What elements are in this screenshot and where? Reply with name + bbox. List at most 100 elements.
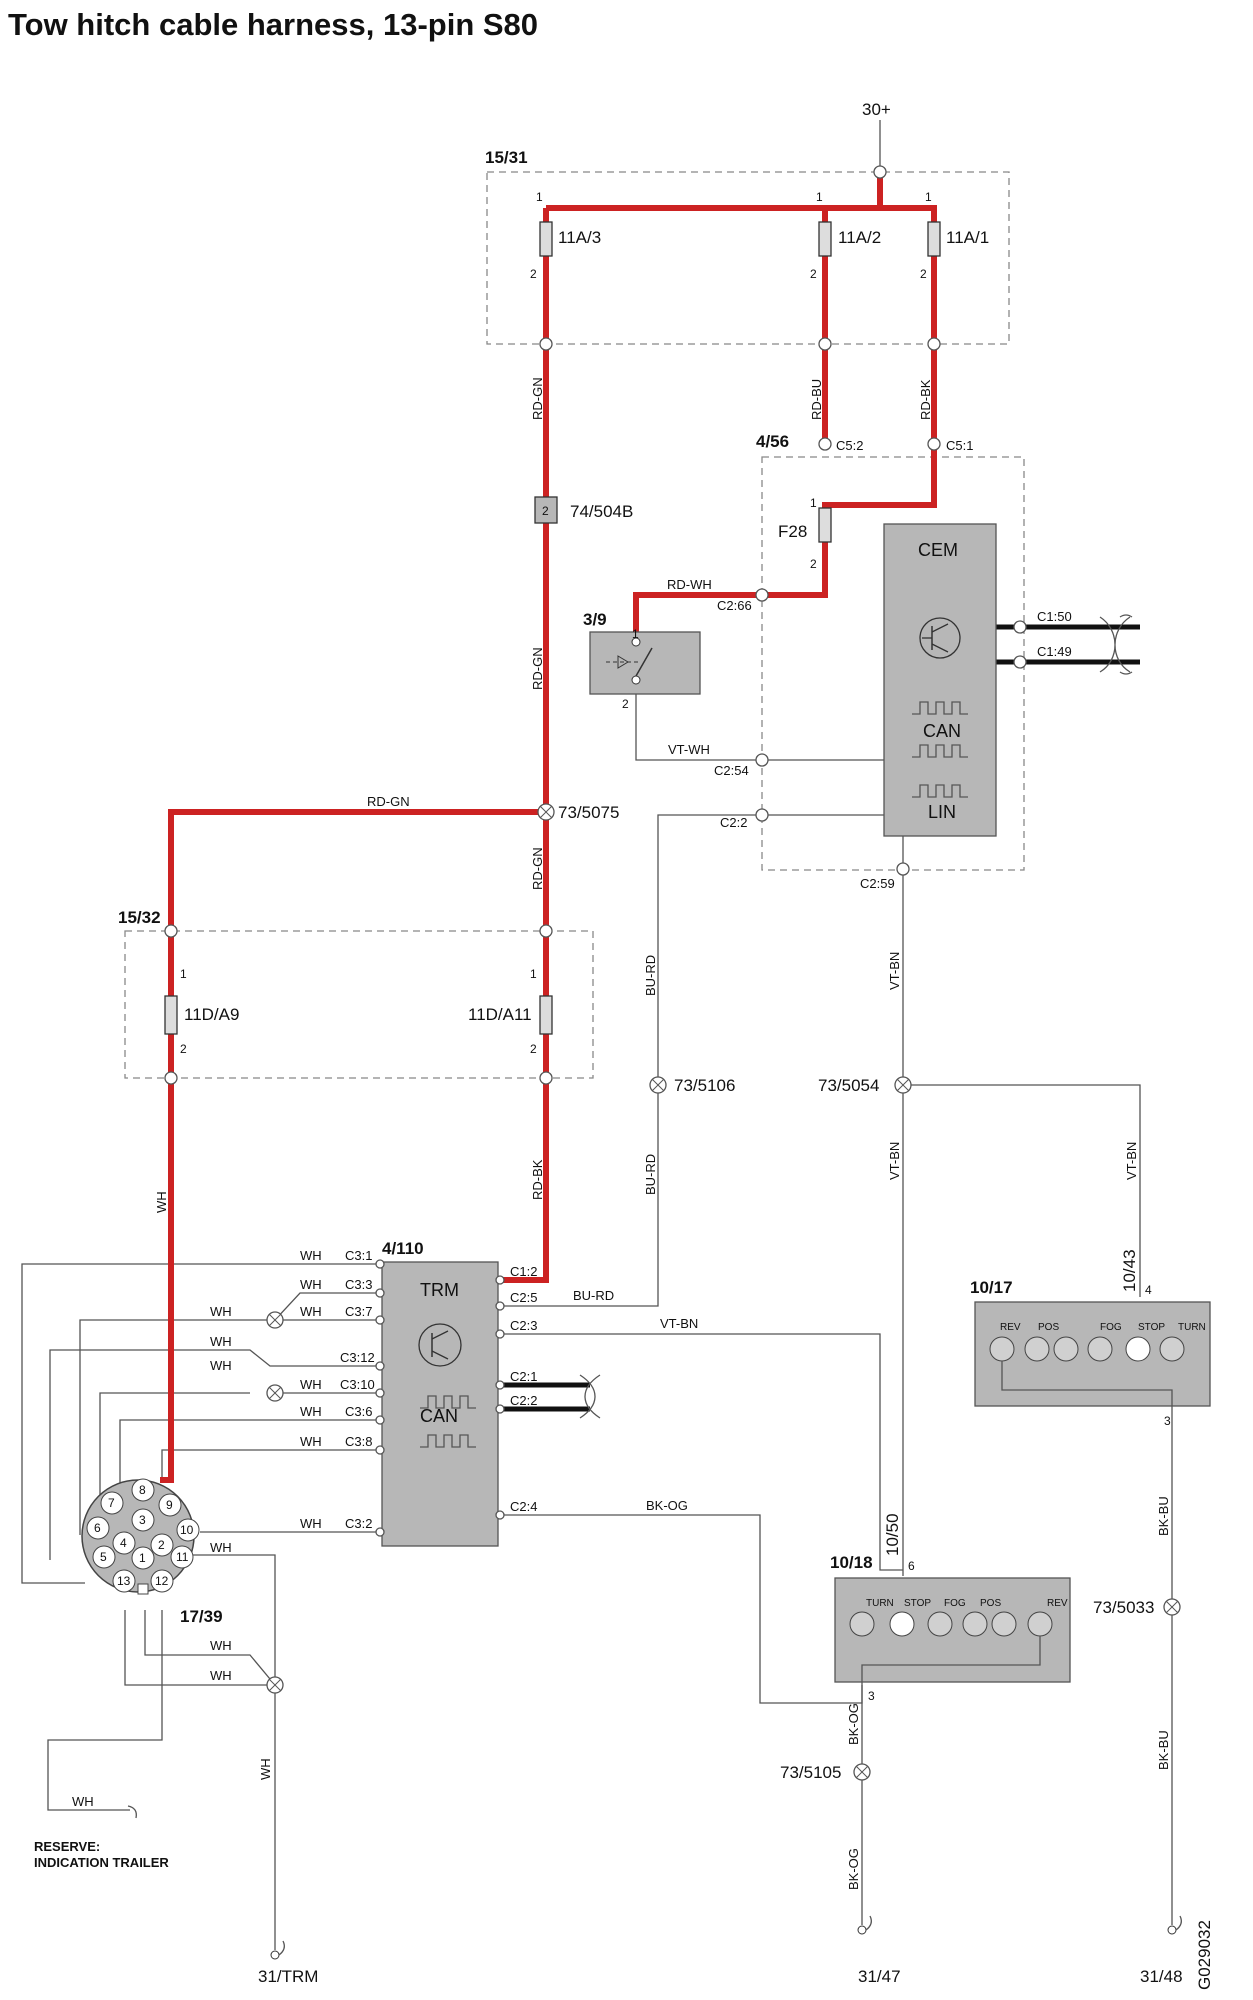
wire-label-bk-og: BK-OG xyxy=(846,1703,861,1745)
socket-pin-1: 1 xyxy=(139,1551,146,1565)
wire-label-wh: WH xyxy=(300,1248,322,1263)
trm-label: TRM xyxy=(420,1280,459,1300)
trm-pin-c3-2: C3:2 xyxy=(345,1516,372,1531)
splice-wh-b xyxy=(266,1384,284,1402)
trm-pin-c3-10: C3:10 xyxy=(340,1377,375,1392)
lin-wave-icon xyxy=(912,784,968,798)
wire-label-wh: WH xyxy=(300,1516,322,1531)
socket-label: 17/39 xyxy=(180,1607,223,1626)
pin-label: 2 xyxy=(180,1042,187,1056)
trm-pin-c3-1: C3:1 xyxy=(345,1248,372,1263)
wire-vt-wh xyxy=(635,680,884,761)
cem-c2-66-label: C2:66 xyxy=(717,598,752,613)
ground-48-label: 31/48 xyxy=(1140,1967,1183,1986)
fuse-11a1-label: 11A/1 xyxy=(946,228,989,247)
ground-symbol-48 xyxy=(1167,1915,1182,1935)
cem-c1-50-label: C1:50 xyxy=(1037,609,1072,624)
wire-label-wh: WH xyxy=(210,1638,232,1653)
pin-label: 2 xyxy=(530,267,537,281)
wire-label-vt-bn: VT-BN xyxy=(887,952,902,990)
splice-73-5105 xyxy=(853,1763,871,1781)
cem-c5-2-label: C5:2 xyxy=(836,438,863,453)
pin-label: 1 xyxy=(536,190,543,204)
lamp-label-pos: POS xyxy=(1038,1322,1059,1333)
lamp-label-pos: POS xyxy=(980,1598,1001,1609)
pin-label: 1 xyxy=(816,190,823,204)
wire-label-rd-gn: RD-GN xyxy=(530,847,545,890)
branch-10-50-label: 10/50 xyxy=(883,1513,902,1556)
cem-c1-49-label: C1:49 xyxy=(1037,644,1072,659)
socket-pin-12: 12 xyxy=(155,1574,169,1588)
twisted-pair-icon xyxy=(1099,616,1131,673)
wire-rd-gn-branch xyxy=(168,809,546,930)
trm-module-label: 4/110 xyxy=(382,1239,424,1258)
wire-label-wh: WH xyxy=(210,1304,232,1319)
diagram-title: Tow hitch cable harness, 13-pin S80 xyxy=(8,7,538,42)
pin-label: 4 xyxy=(1145,1283,1152,1297)
wire-reserve xyxy=(47,1610,163,1811)
ground-47-label: 31/47 xyxy=(858,1967,901,1986)
splice-73-5054 xyxy=(894,1076,912,1094)
central-fuse-box xyxy=(486,171,1010,345)
wire-label-rd-gn: RD-GN xyxy=(530,647,545,690)
pin-label: 2 xyxy=(530,1042,537,1056)
pin-label: 1 xyxy=(180,967,187,981)
wire-label-rd-gn: RD-GN xyxy=(530,377,545,420)
switch-contact-icon xyxy=(606,637,653,685)
splice-wh-c xyxy=(266,1676,284,1694)
trm-pin-c2-4: C2:4 xyxy=(510,1499,537,1514)
switch-3-9-label: 3/9 xyxy=(583,610,607,629)
wire-label-bu-rd: BU-RD xyxy=(573,1288,614,1303)
can-wave-icon xyxy=(912,701,968,715)
cem-c5-1-label: C5:1 xyxy=(946,438,973,453)
cem-c2-59-label: C2:59 xyxy=(860,876,895,891)
lamp-label-rev: REV xyxy=(1047,1598,1068,1609)
trailer-fuse-box-label: 15/32 xyxy=(118,908,161,927)
fuse-11d-a11-label: 11D/A11 xyxy=(468,1005,532,1024)
socket-pin-13: 13 xyxy=(117,1574,131,1588)
pin-label: 6 xyxy=(908,1559,915,1573)
twisted-pair-end-icon xyxy=(1119,614,1133,675)
trm-transistor-icon xyxy=(418,1323,462,1367)
ground-trm-label: 31/TRM xyxy=(258,1967,318,1986)
wire-label-vt-wh: VT-WH xyxy=(668,742,710,757)
wire-label-rd-gn: RD-GN xyxy=(367,794,410,809)
wire-rd-bk-trm xyxy=(503,930,549,1283)
trailer-socket-17-39 xyxy=(81,1478,200,1595)
wire-label-vt-bn: VT-BN xyxy=(660,1316,698,1331)
wire-c3-8 xyxy=(161,1449,382,1480)
wire-label-bk-og: BK-OG xyxy=(846,1848,861,1890)
socket-pin-10: 10 xyxy=(180,1523,194,1537)
wire-c3-12 xyxy=(49,1349,382,1560)
wire-label-wh: WH xyxy=(210,1334,232,1349)
trm-pin-c3-8: C3:8 xyxy=(345,1434,372,1449)
lamp-label-stop: STOP xyxy=(1138,1322,1165,1333)
lamp-label-fog: FOG xyxy=(1100,1322,1122,1333)
lamp-label-fog: FOG xyxy=(944,1598,966,1609)
splice-73-5033 xyxy=(1163,1598,1181,1616)
figure-id: G029032 xyxy=(1195,1920,1214,1990)
wire-label-bk-og: BK-OG xyxy=(646,1498,688,1513)
splice-73-5106 xyxy=(649,1076,667,1094)
wire-pin11-ground xyxy=(180,1554,276,1950)
fuse-11a2-label: 11A/2 xyxy=(838,228,881,247)
splice-73-5106-label: 73/5106 xyxy=(674,1076,735,1095)
wire-label-bu-rd: BU-RD xyxy=(643,1154,658,1195)
lamp-label-turn: TURN xyxy=(866,1598,894,1609)
cem-module xyxy=(883,523,997,837)
socket-pin-7: 7 xyxy=(108,1496,115,1510)
reserve-wire-end-icon xyxy=(127,1805,137,1819)
lamp-row-10-18 xyxy=(849,1611,1053,1637)
fuse-11a3 xyxy=(539,221,553,257)
socket-pin-5: 5 xyxy=(100,1550,107,1564)
wire-wh-socket xyxy=(160,1078,174,1483)
cem-group-label: 4/56 xyxy=(756,432,789,451)
branch-10-43-label: 10/43 xyxy=(1120,1249,1139,1292)
wire-c3-10-b xyxy=(99,1392,250,1520)
can-wave-icon xyxy=(420,1434,476,1448)
wire-label-wh: WH xyxy=(154,1191,169,1213)
lamp-common-ground xyxy=(861,1636,1041,1685)
wire-c3-1 xyxy=(21,1263,382,1584)
wire-label-wh: WH xyxy=(300,1377,322,1392)
reserve-line-1: RESERVE: xyxy=(34,1839,100,1854)
